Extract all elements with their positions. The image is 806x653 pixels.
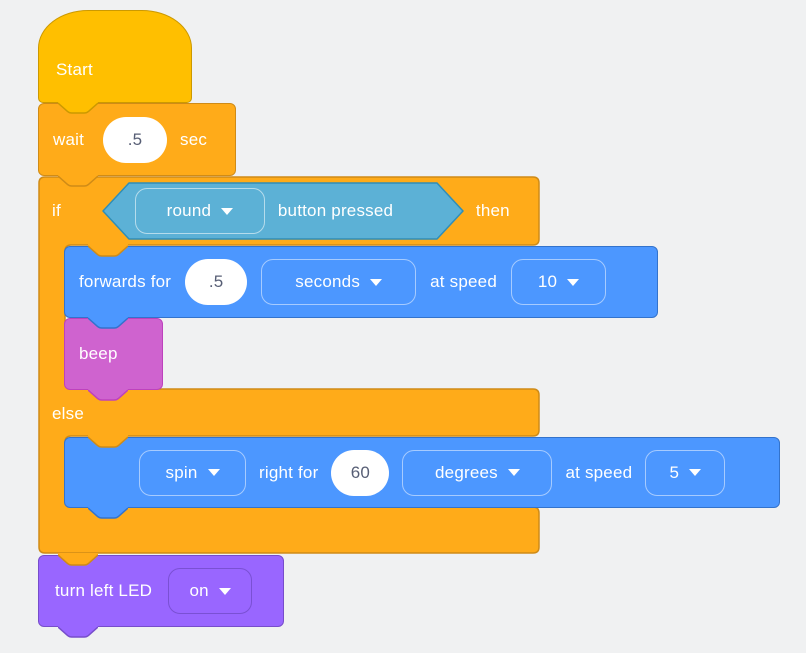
block-if-else[interactable] [38, 176, 540, 557]
block-notch [88, 244, 128, 257]
spin-speed-dropdown[interactable]: 5 [645, 449, 726, 496]
block-forwards[interactable]: forwards for .5 seconds at speed 10 [64, 246, 658, 318]
block-notch [88, 316, 128, 329]
beep-label: beep [79, 344, 118, 363]
else-keyword: else [52, 403, 84, 423]
spin-direction-dropdown[interactable]: spin [139, 449, 246, 496]
block-wait[interactable]: wait .5 sec [38, 103, 236, 176]
condition-label: button pressed [277, 201, 394, 220]
dropdown-arrow-icon [218, 587, 231, 595]
block-notch [88, 388, 128, 401]
wait-seconds-value: .5 [127, 129, 143, 149]
button-select-dropdown[interactable]: round [134, 188, 265, 234]
block-notch [58, 101, 98, 114]
dropdown-arrow-icon [221, 207, 234, 215]
spin-amount-value: 60 [350, 462, 371, 482]
block-notch [88, 435, 128, 448]
forwards-duration-input[interactable]: .5 [185, 259, 248, 305]
forwards-unit-value: seconds [295, 272, 361, 291]
dropdown-arrow-icon [370, 278, 383, 286]
button-select-value: round [166, 201, 212, 220]
spin-speed-value: 5 [669, 462, 680, 482]
block-start[interactable]: Start [38, 10, 192, 103]
spin-unit-value: degrees [435, 462, 498, 482]
led-label: turn left LED [55, 581, 153, 600]
block-notch [58, 174, 98, 187]
dropdown-arrow-icon [207, 469, 220, 476]
if-else-shape-path [38, 176, 540, 554]
spin-at-speed-label: at speed [565, 462, 633, 482]
forwards-speed-dropdown[interactable]: 10 [510, 259, 606, 305]
wait-label: wait [53, 129, 85, 149]
block-spin[interactable]: spin right for 60 degrees at speed 5 [64, 437, 780, 508]
spin-unit-dropdown[interactable]: degrees [402, 449, 553, 496]
wait-seconds-input[interactable]: .5 [103, 116, 168, 163]
forwards-speed-value: 10 [537, 272, 558, 291]
spin-amount-input[interactable]: 60 [331, 449, 390, 496]
if-bar: if round button pressed then [38, 176, 540, 246]
block-notch [88, 506, 128, 519]
dropdown-arrow-icon [507, 469, 520, 476]
forwards-duration-value: .5 [208, 272, 224, 291]
if-keyword: if [52, 201, 61, 220]
else-bar: else [38, 390, 540, 437]
wait-unit-label: sec [180, 129, 208, 149]
forwards-unit-dropdown[interactable]: seconds [261, 259, 417, 305]
block-turn-left-led[interactable]: turn left LED on [38, 555, 284, 627]
block-notch [58, 553, 98, 566]
dropdown-arrow-icon [689, 469, 702, 476]
forwards-at-speed-label: at speed [430, 272, 497, 291]
forwards-label: forwards for [79, 272, 172, 291]
start-label: Start [56, 59, 93, 79]
condition-hexagon[interactable]: round button pressed [102, 182, 464, 240]
led-state-value: on [189, 581, 209, 600]
then-keyword: then [475, 201, 510, 220]
condition-hexagon-shape [102, 182, 464, 240]
dropdown-arrow-icon [567, 278, 580, 286]
led-state-dropdown[interactable]: on [168, 568, 253, 614]
spin-direction-value: spin [165, 462, 198, 482]
spin-label: right for [259, 462, 319, 482]
block-bump [58, 625, 98, 638]
